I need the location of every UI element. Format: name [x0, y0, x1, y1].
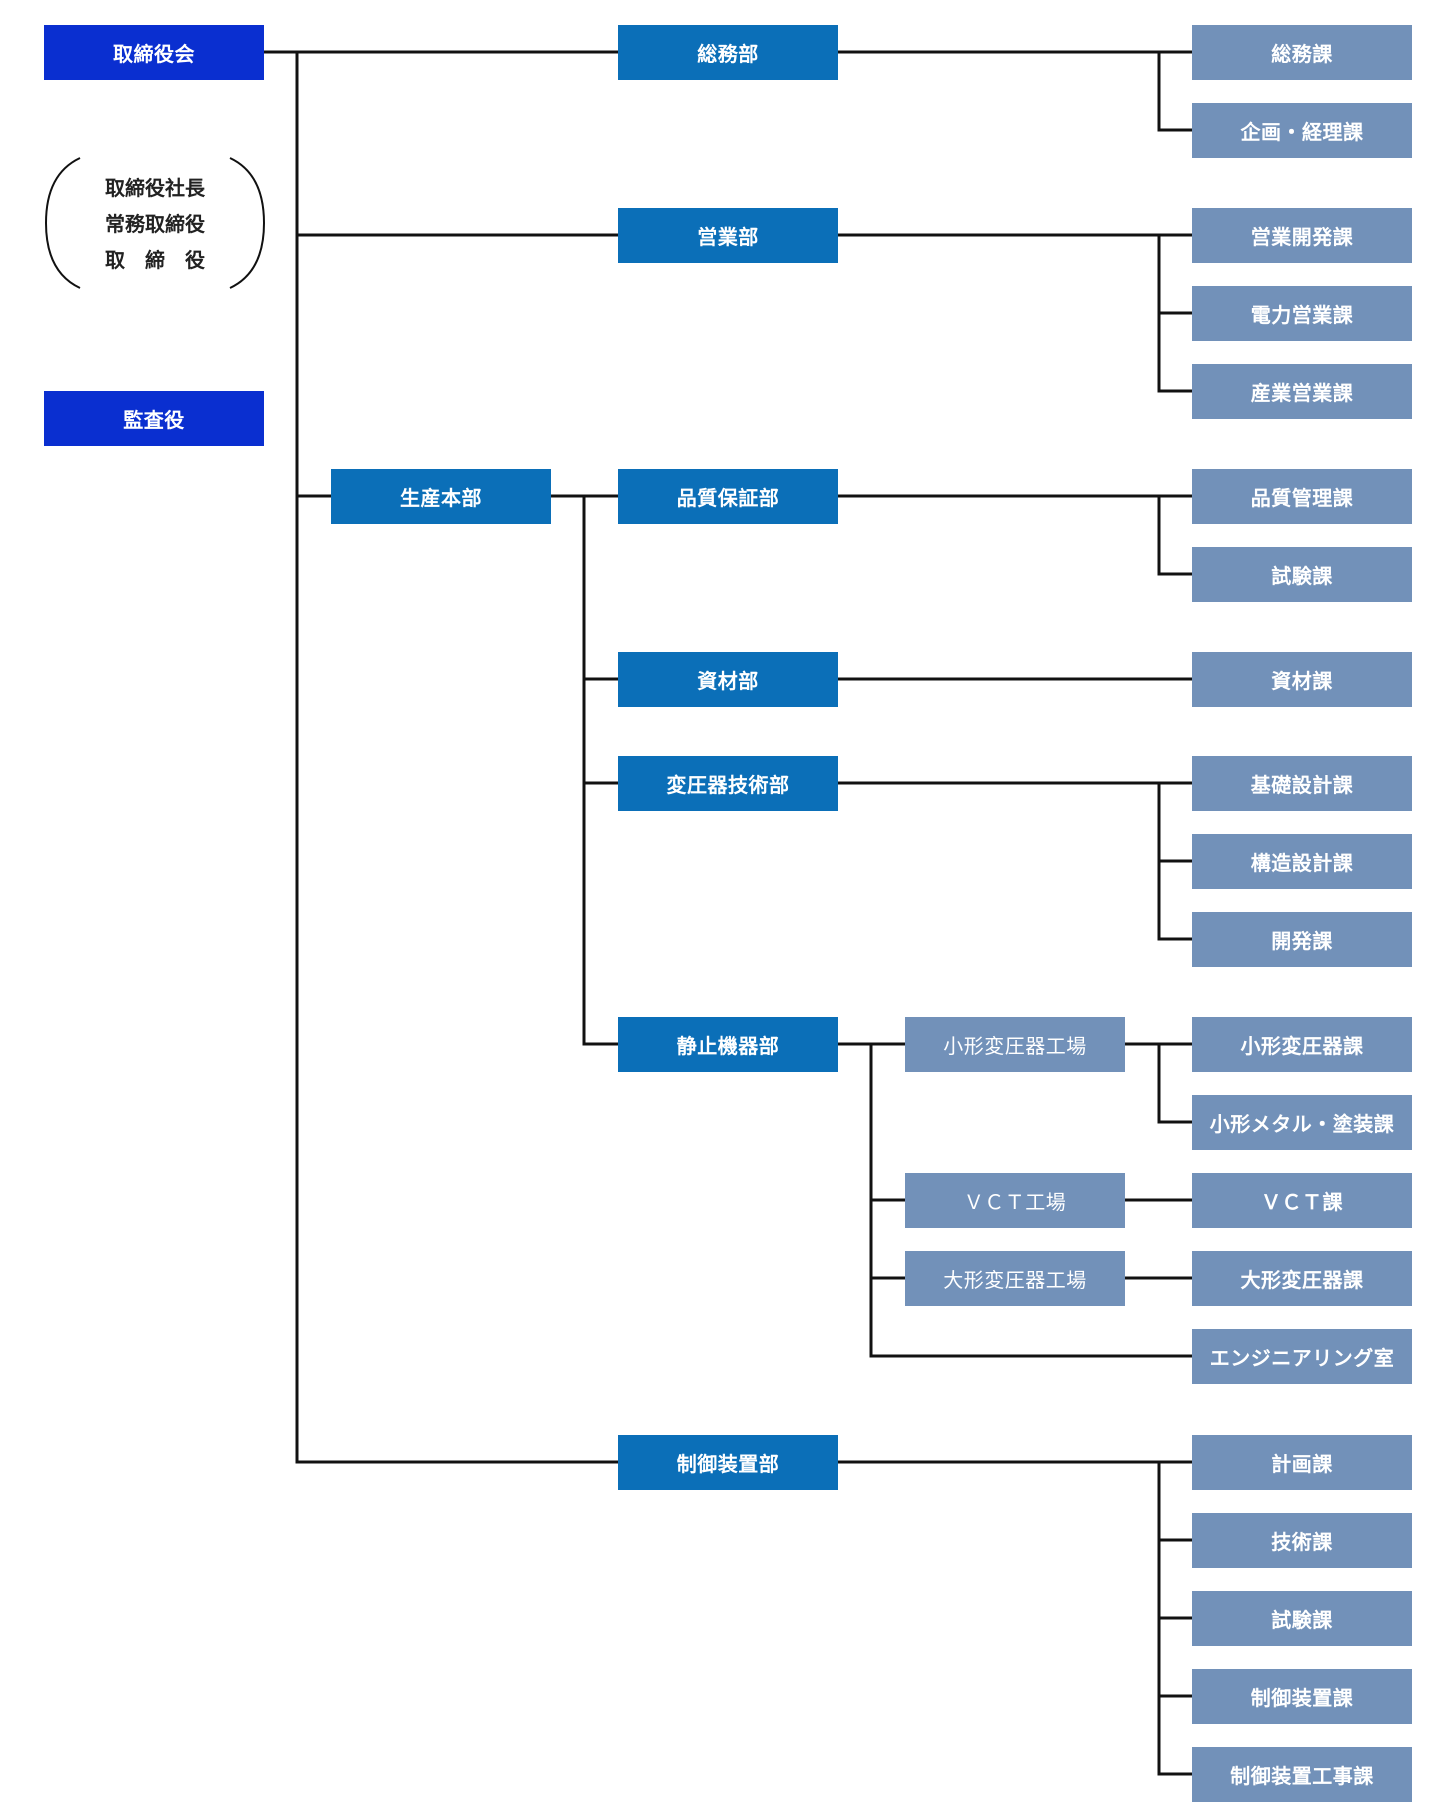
section-control-testing: 試験課: [1192, 1591, 1412, 1646]
section-control-equipment: 制御装置課: [1192, 1669, 1412, 1724]
officer-president: 取締役社長: [105, 176, 205, 200]
factory-vct: ＶＣＴ工場: [905, 1173, 1125, 1228]
section-materials: 資材課: [1192, 652, 1412, 707]
dept-general-affairs: 総務部: [618, 25, 838, 80]
section-industrial-sales: 産業営業課: [1192, 364, 1412, 419]
officers-group: 取締役社長 常務取締役 取 締 役: [44, 156, 266, 290]
dept-materials: 資材部: [618, 652, 838, 707]
section-technical: 技術課: [1192, 1513, 1412, 1568]
section-planning: 計画課: [1192, 1435, 1412, 1490]
section-small-transformer: 小形変圧器課: [1192, 1017, 1412, 1072]
dept-sales: 営業部: [618, 208, 838, 263]
section-quality-control: 品質管理課: [1192, 469, 1412, 524]
section-structural-design: 構造設計課: [1192, 834, 1412, 889]
dept-quality-assurance: 品質保証部: [618, 469, 838, 524]
dept-static-apparatus: 静止機器部: [618, 1017, 838, 1072]
section-development: 開発課: [1192, 912, 1412, 967]
officers-bracket: [44, 157, 266, 289]
section-engineering-office: エンジニアリング室: [1192, 1329, 1412, 1384]
dept-transformer-engineering: 変圧器技術部: [618, 756, 838, 811]
production-hq-box: 生産本部: [331, 469, 551, 524]
officer-managing-director: 常務取締役: [105, 212, 205, 236]
section-basic-design: 基礎設計課: [1192, 756, 1412, 811]
section-planning-accounting: 企画・経理課: [1192, 103, 1412, 158]
dept-control-equipment: 制御装置部: [618, 1435, 838, 1490]
officer-director: 取 締 役: [105, 248, 205, 272]
section-control-equipment-construction: 制御装置工事課: [1192, 1747, 1412, 1802]
section-testing: 試験課: [1192, 547, 1412, 602]
factory-small-transformer: 小形変圧器工場: [905, 1017, 1125, 1072]
section-sales-development: 営業開発課: [1192, 208, 1412, 263]
auditor-box: 監査役: [44, 391, 264, 446]
section-vct: ＶＣＴ課: [1192, 1173, 1412, 1228]
section-general-affairs: 総務課: [1192, 25, 1412, 80]
section-small-metal-painting: 小形メタル・塗装課: [1192, 1095, 1412, 1150]
factory-large-transformer: 大形変圧器工場: [905, 1251, 1125, 1306]
section-power-sales: 電力営業課: [1192, 286, 1412, 341]
board-box: 取締役会: [44, 25, 264, 80]
section-large-transformer: 大形変圧器課: [1192, 1251, 1412, 1306]
